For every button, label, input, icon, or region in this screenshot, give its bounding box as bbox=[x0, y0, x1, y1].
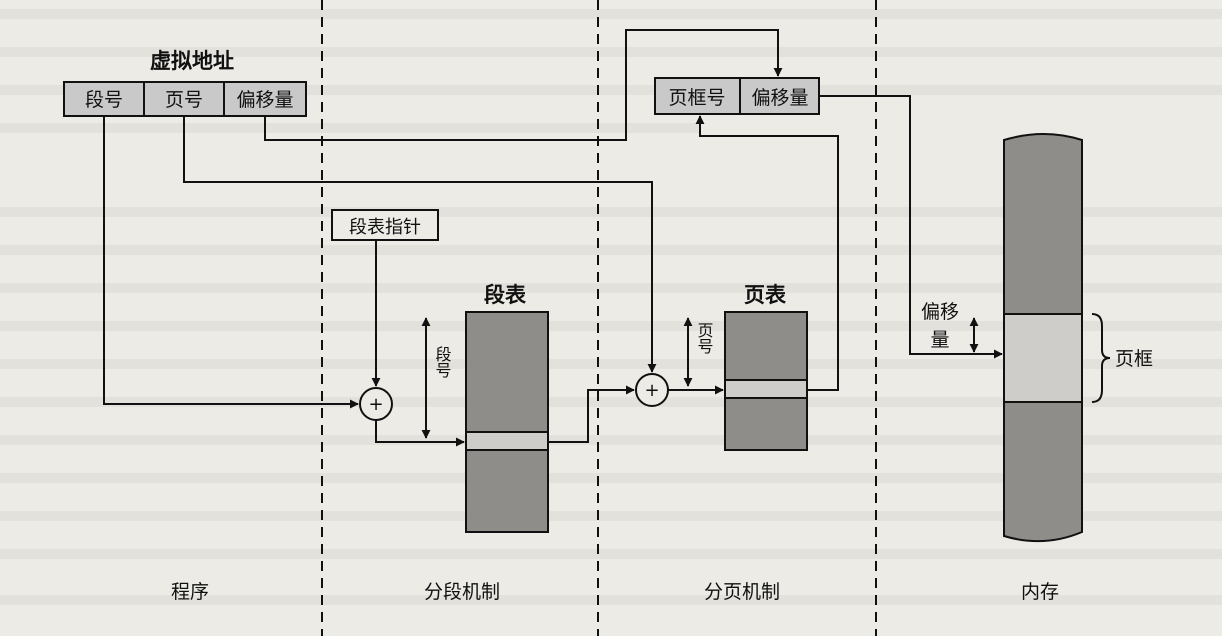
physical-address-box: 页框号 偏移量 bbox=[654, 77, 820, 115]
segment-adder: + bbox=[359, 387, 393, 421]
page-frame-label: 页框 bbox=[1115, 348, 1153, 370]
segment-table-title: 段表 bbox=[484, 283, 527, 307]
adder-to-segment-entry bbox=[375, 420, 465, 447]
page-table-title: 页表 bbox=[744, 283, 787, 307]
segment-number-label: 段号 bbox=[433, 346, 452, 379]
segment-entry-to-page-adder bbox=[548, 385, 635, 443]
svg-text:段表指针: 段表指针 bbox=[349, 217, 421, 238]
page-frame-region bbox=[1003, 313, 1083, 403]
section-label-segmentation: 分段机制 bbox=[424, 581, 500, 603]
memory-offset-label-line1: 偏移 bbox=[921, 301, 959, 323]
segment-table-pointer-box: 段表指针 bbox=[331, 209, 439, 241]
page-number-label: 页号 bbox=[695, 322, 714, 355]
segment-number-to-adder bbox=[103, 116, 359, 409]
memory-column bbox=[1003, 133, 1083, 543]
page-adder: + bbox=[635, 373, 669, 407]
section-dividers bbox=[321, 0, 877, 636]
page-table-entry bbox=[724, 379, 808, 399]
page-entry-to-frame-number bbox=[695, 115, 839, 391]
page-frame-brace bbox=[1091, 313, 1111, 403]
offset-to-physical-offset bbox=[264, 29, 783, 141]
field-offset: 偏移量 bbox=[236, 89, 293, 111]
virtual-address-box: 段号 页号 偏移量 bbox=[63, 81, 307, 117]
section-label-memory: 内存 bbox=[1021, 581, 1059, 603]
field-page-number: 页号 bbox=[165, 89, 203, 111]
page-number-to-adder bbox=[183, 116, 657, 373]
field-segment-number: 段号 bbox=[85, 89, 123, 111]
segment-table-entry bbox=[465, 431, 549, 451]
page-table bbox=[724, 311, 808, 451]
field-page-frame-number: 页框号 bbox=[668, 87, 725, 109]
svg-text:+: + bbox=[368, 394, 383, 415]
svg-text:+: + bbox=[644, 380, 659, 401]
section-label-program: 程序 bbox=[171, 581, 209, 603]
virtual-address-title: 虚拟地址 bbox=[150, 49, 234, 73]
segment-table bbox=[465, 311, 549, 533]
section-label-paging: 分页机制 bbox=[704, 581, 780, 603]
field-physical-offset: 偏移量 bbox=[751, 87, 808, 109]
connectors bbox=[103, 29, 1003, 447]
physical-address-to-memory bbox=[819, 95, 1003, 359]
memory-offset-label-line2: 量 bbox=[930, 329, 949, 351]
